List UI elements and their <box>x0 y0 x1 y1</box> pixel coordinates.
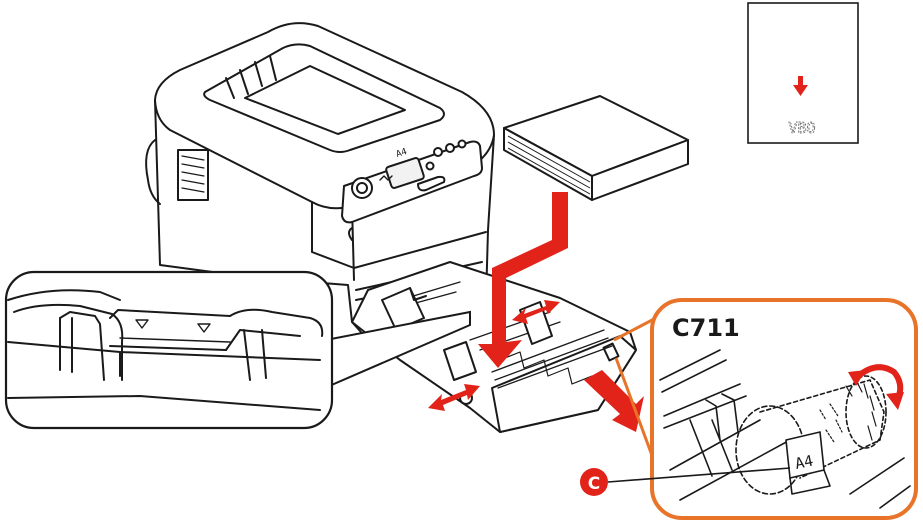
orientation-arrow <box>793 76 808 96</box>
size-window-text: A4 <box>793 452 814 473</box>
double-arrow-front <box>428 384 480 411</box>
inset-frame <box>4 270 334 430</box>
size-dial-drawing <box>659 349 911 509</box>
side-vent <box>177 149 209 201</box>
paper-side-right <box>591 139 689 201</box>
width-guide-front <box>443 341 477 381</box>
printer-front <box>311 201 487 281</box>
paper-orientation-inset: VBO <box>747 2 859 144</box>
panel-button <box>445 143 455 153</box>
orientation-frame <box>747 2 859 144</box>
callout-c-letter: C <box>588 474 600 494</box>
model-label: C711 <box>672 314 740 342</box>
panel-button <box>457 139 467 149</box>
callout-frame <box>650 298 918 520</box>
push-tray-arrow <box>584 370 644 432</box>
panel-button <box>433 147 443 157</box>
c711-detail-callout: A4 C711 C <box>580 298 918 520</box>
paper-stack <box>503 95 689 201</box>
rotation-arrow-icon <box>853 364 904 401</box>
width-guide-rear <box>519 301 553 345</box>
panel-display-text: A4 <box>395 147 408 160</box>
panel-handle <box>417 175 446 192</box>
callout-c-leader <box>607 467 791 483</box>
inset-guide-drawing <box>7 289 324 411</box>
orientation-letters: VBO <box>788 119 815 137</box>
panel-button <box>425 161 435 171</box>
tray-front <box>491 335 637 433</box>
double-arrow-rear <box>512 300 560 324</box>
guide-arrows <box>428 300 560 411</box>
output-tray <box>203 43 445 153</box>
callout-c-marker <box>580 468 608 496</box>
guide-detail-inset <box>4 270 471 430</box>
insert-paper-arrow <box>478 192 568 368</box>
